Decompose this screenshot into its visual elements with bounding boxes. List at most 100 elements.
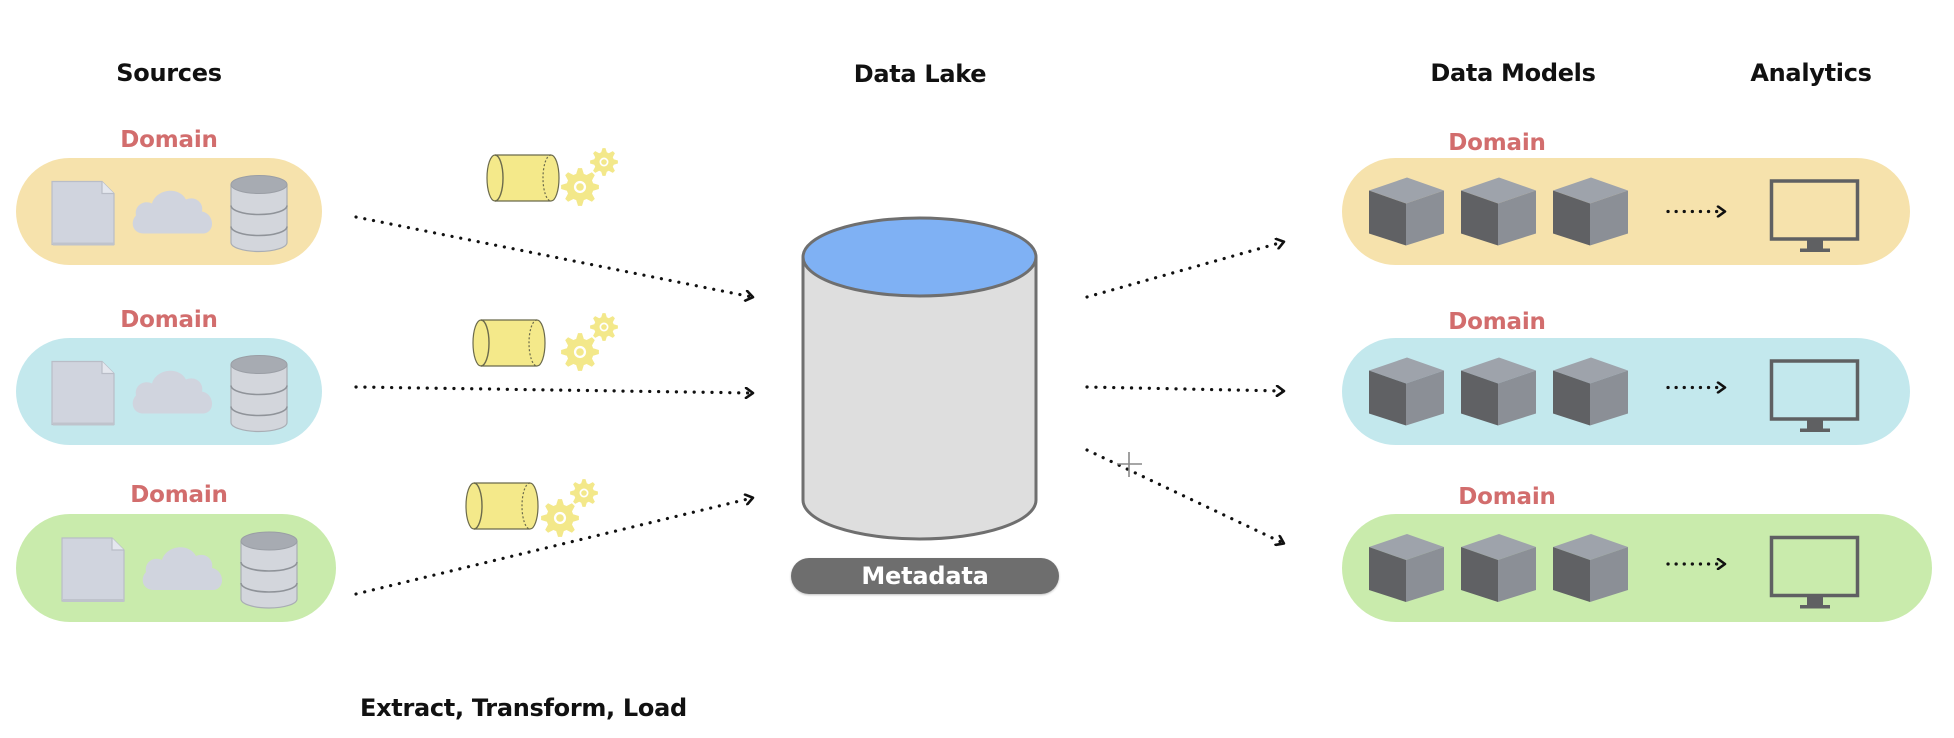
domain-icons-layer bbox=[51, 175, 1860, 609]
monitor-screen bbox=[1769, 359, 1860, 421]
cube-top bbox=[1461, 177, 1536, 204]
document-icon bbox=[51, 180, 115, 246]
cube-left bbox=[1461, 547, 1498, 602]
cube-left bbox=[1553, 370, 1590, 426]
pipe-front-edge bbox=[494, 154, 504, 202]
pipe-body bbox=[486, 154, 560, 202]
gear-hub bbox=[576, 348, 584, 356]
gears-icon bbox=[561, 313, 618, 371]
pipe-front-edge bbox=[473, 482, 483, 530]
cube-left bbox=[1553, 547, 1590, 602]
monitor-base bbox=[1800, 605, 1830, 609]
cube-left bbox=[1369, 547, 1406, 602]
data-lake-layer bbox=[801, 216, 1038, 541]
cloud-shape bbox=[132, 190, 213, 234]
cube-right bbox=[1406, 370, 1444, 426]
cylinder-body bbox=[801, 257, 1038, 541]
pipe-icon bbox=[486, 154, 560, 202]
gear-hub bbox=[581, 490, 587, 496]
pipe-back-edge bbox=[542, 154, 552, 202]
document-fold bbox=[111, 538, 124, 551]
cube-left bbox=[1369, 190, 1406, 246]
monitor-screen bbox=[1769, 179, 1860, 241]
document-body bbox=[61, 537, 125, 602]
cube-icon bbox=[1369, 177, 1444, 246]
cube-icon bbox=[1369, 357, 1444, 426]
etl-icons-layer bbox=[465, 148, 618, 537]
database-top bbox=[230, 355, 288, 374]
monitor-base bbox=[1800, 248, 1830, 252]
pipe-back-edge bbox=[521, 482, 531, 530]
database-body bbox=[230, 364, 288, 433]
gear bbox=[561, 333, 599, 371]
cube-right bbox=[1590, 547, 1628, 602]
cube-left bbox=[1553, 190, 1590, 246]
gears-icon bbox=[561, 148, 618, 206]
lake-to-model-arrow bbox=[1085, 387, 1283, 391]
data-models-header: Data Models bbox=[1430, 59, 1596, 87]
cube-icon bbox=[1553, 357, 1628, 426]
cloud-icon bbox=[132, 190, 213, 234]
database-icon bbox=[230, 175, 288, 253]
model-domain-label: Domain bbox=[1448, 130, 1546, 156]
cube-left bbox=[1461, 190, 1498, 246]
cursor-crosshair-icon bbox=[1117, 452, 1142, 477]
source-domain-label: Domain bbox=[120, 127, 218, 153]
pipe-back-edge bbox=[528, 319, 538, 367]
monitor-icon bbox=[1769, 359, 1860, 432]
cube-right bbox=[1498, 190, 1536, 246]
document-fold bbox=[101, 181, 114, 195]
cube-icon bbox=[1553, 177, 1628, 246]
cloud-icon bbox=[132, 370, 213, 414]
document-shadow bbox=[53, 242, 114, 246]
pipe-icon bbox=[465, 482, 539, 530]
gear-hub bbox=[576, 183, 584, 191]
cube-right bbox=[1406, 190, 1444, 246]
cube-right bbox=[1498, 370, 1536, 426]
data-lake-header: Data Lake bbox=[853, 60, 987, 88]
gear-hub bbox=[601, 324, 607, 330]
gear bbox=[541, 499, 579, 537]
source-to-lake-arrow bbox=[354, 215, 752, 297]
database-icon bbox=[230, 355, 288, 433]
database-body bbox=[240, 541, 298, 609]
source-to-lake-arrow bbox=[354, 385, 752, 393]
cube-left bbox=[1461, 370, 1498, 426]
cube-top bbox=[1369, 357, 1444, 384]
pipe-front-edge bbox=[480, 319, 490, 367]
cube-right bbox=[1498, 547, 1536, 602]
monitor-neck bbox=[1807, 597, 1823, 606]
cube-top bbox=[1369, 534, 1444, 560]
document-icon bbox=[61, 537, 125, 602]
flow-arrows-layer bbox=[354, 215, 1283, 596]
lake-to-model-arrow bbox=[1085, 242, 1283, 299]
document-icon bbox=[51, 360, 115, 426]
metadata-label: Metadata bbox=[861, 562, 989, 590]
document-shadow bbox=[53, 422, 114, 426]
cube-left bbox=[1369, 370, 1406, 426]
monitor-screen bbox=[1769, 535, 1860, 598]
gear bbox=[590, 148, 618, 176]
database-band bbox=[230, 205, 288, 216]
cube-right bbox=[1590, 190, 1628, 246]
source-to-lake-arrow bbox=[354, 498, 752, 596]
cloud-shape bbox=[142, 547, 223, 590]
cylinder-top bbox=[801, 216, 1038, 298]
gear-hub bbox=[556, 514, 564, 522]
database-body bbox=[230, 184, 288, 253]
database-top bbox=[230, 175, 288, 194]
cube-icon bbox=[1461, 177, 1536, 246]
cloud-icon bbox=[142, 547, 223, 590]
cube-right bbox=[1406, 547, 1444, 602]
cube-top bbox=[1553, 357, 1628, 384]
cube-top bbox=[1369, 177, 1444, 204]
cube-icon bbox=[1369, 534, 1444, 602]
cloud-shape bbox=[132, 370, 213, 414]
monitor-icon bbox=[1769, 535, 1860, 609]
database-icon bbox=[240, 531, 298, 609]
document-body bbox=[51, 360, 115, 426]
cube-top bbox=[1461, 534, 1536, 560]
source-domain-label: Domain bbox=[130, 482, 228, 508]
cube-top bbox=[1461, 357, 1536, 384]
gears-icon bbox=[541, 479, 598, 537]
